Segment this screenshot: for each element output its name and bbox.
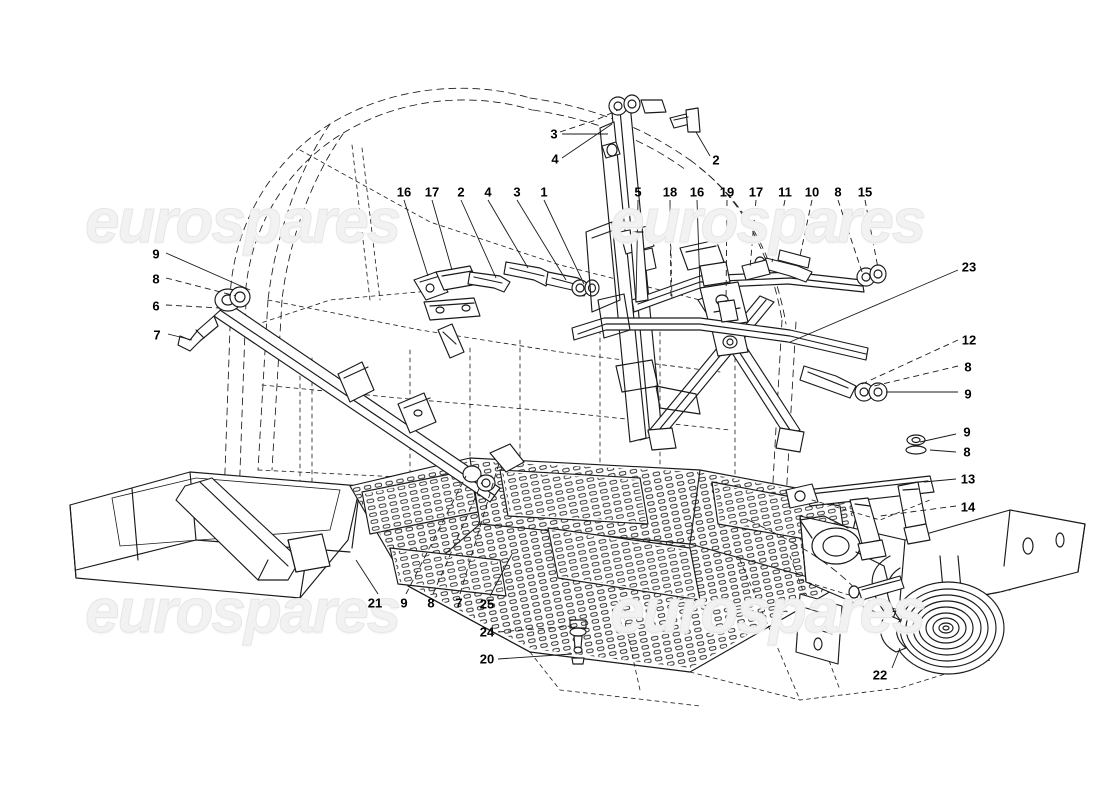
callout-9: 9 [963, 424, 971, 440]
callout-11: 11 [778, 184, 792, 200]
chassis-platform [69, 457, 1086, 707]
callout-8: 8 [152, 271, 160, 287]
callout-5: 5 [634, 184, 642, 200]
callout-13: 13 [960, 471, 976, 487]
callout-7: 7 [455, 595, 463, 611]
part-2-bolt-top [669, 107, 701, 133]
callout-8: 8 [427, 595, 435, 611]
callout-2: 2 [712, 152, 720, 168]
callout-1: 1 [540, 184, 548, 200]
callout-22: 22 [872, 667, 888, 683]
interior-ghost [585, 205, 739, 415]
callout-9: 9 [400, 595, 408, 611]
callout-3: 3 [550, 126, 558, 142]
part-clamp-group-center [413, 261, 600, 359]
callout-16: 16 [396, 184, 412, 200]
callout-10: 10 [804, 184, 820, 200]
callout-7: 7 [153, 327, 161, 343]
callout-18: 18 [662, 184, 678, 200]
part-20-24-fasteners [569, 619, 587, 665]
callout-8: 8 [963, 444, 971, 460]
callout-8: 8 [964, 359, 972, 375]
callout-6: 6 [152, 298, 160, 314]
callout-23: 23 [961, 259, 977, 275]
callout-12: 12 [961, 332, 977, 348]
callout-9: 9 [964, 386, 972, 402]
callout-17: 17 [424, 184, 440, 200]
callout-19: 19 [719, 184, 735, 200]
callout-9: 9 [152, 246, 160, 262]
part-rear-cross-braces [571, 271, 869, 453]
callout-20: 20 [479, 651, 495, 667]
part-13-14-arms [785, 475, 935, 561]
callout-4: 4 [551, 151, 559, 167]
callout-25: 25 [479, 596, 495, 612]
callout-15: 15 [857, 184, 873, 200]
callout-17: 17 [748, 184, 764, 200]
callout-2: 2 [457, 184, 465, 200]
part-long-diagonal-brace [177, 286, 525, 503]
callout-4: 4 [484, 184, 492, 200]
part-22-coiled-strap [848, 555, 1005, 675]
part-fasteners-right [741, 249, 927, 455]
callout-3: 3 [513, 184, 521, 200]
callout-16: 16 [689, 184, 705, 200]
callout-24: 24 [479, 624, 495, 640]
callout-8: 8 [834, 184, 842, 200]
callout-21: 21 [367, 595, 383, 611]
leader-lines [165, 109, 959, 669]
callout-14: 14 [960, 499, 976, 515]
